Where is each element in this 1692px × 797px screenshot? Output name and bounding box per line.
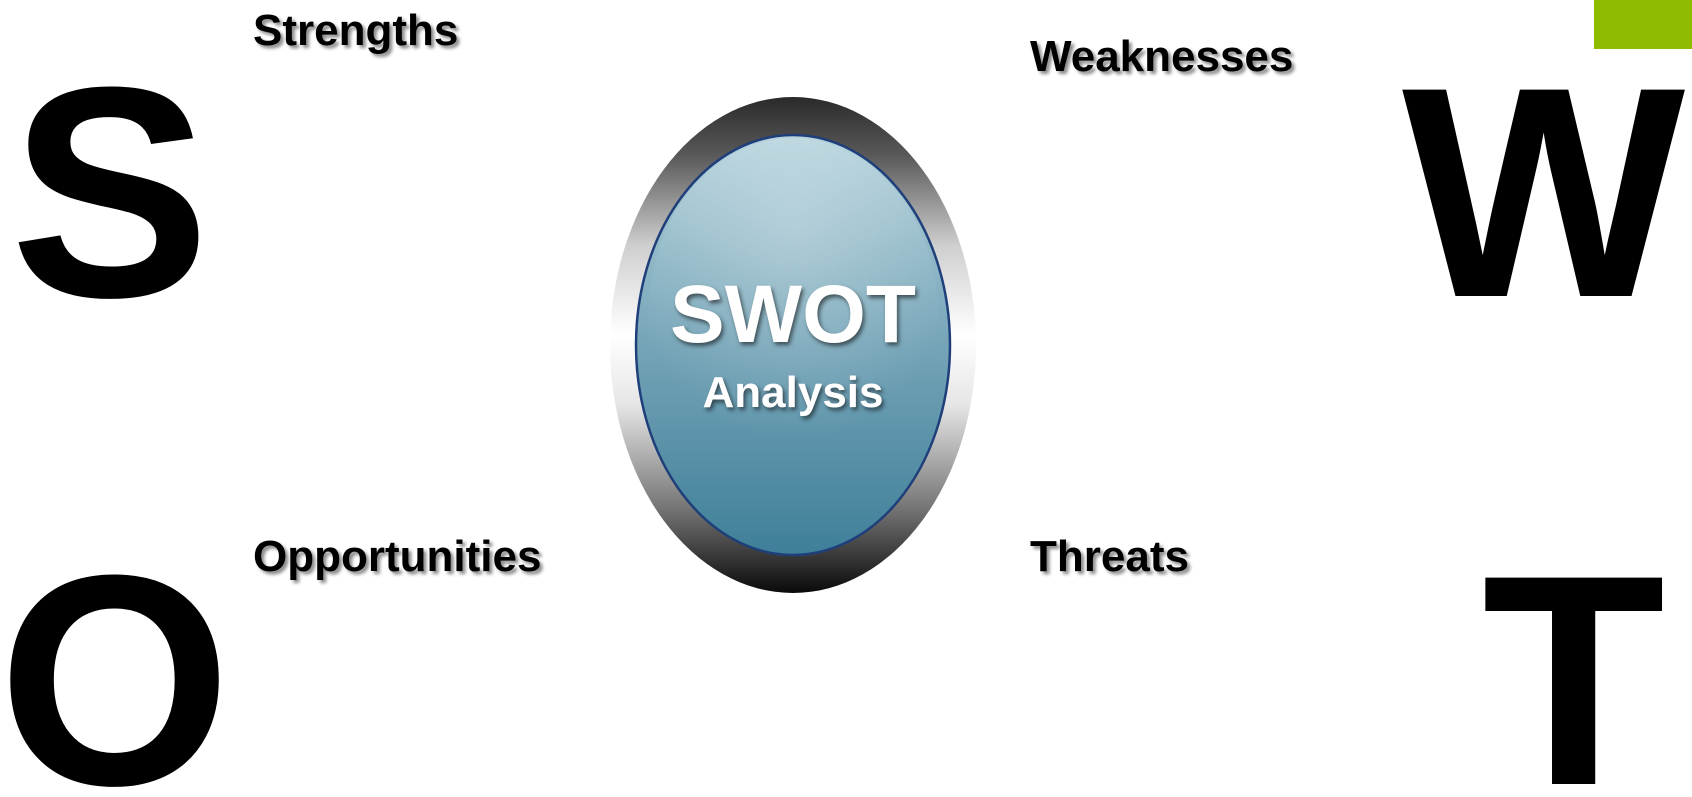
- analysis-subtitle: Analysis: [702, 368, 884, 417]
- badge-graphic: [610, 97, 976, 593]
- opportunities-heading: Opportunities: [253, 532, 542, 581]
- letter-o: O: [0, 512, 232, 797]
- badge-shine: [648, 138, 938, 494]
- letter-s: S: [10, 24, 211, 360]
- accent-bar: [1594, 0, 1692, 49]
- swot-center-badge: SWOT Analysis: [608, 96, 978, 594]
- threats-heading: Threats: [1030, 532, 1189, 581]
- weaknesses-heading: Weaknesses: [1030, 32, 1294, 81]
- strengths-heading: Strengths: [253, 6, 459, 55]
- swot-title: SWOT: [670, 269, 916, 360]
- letter-w: W: [1402, 24, 1686, 360]
- letter-t: T: [1482, 512, 1666, 797]
